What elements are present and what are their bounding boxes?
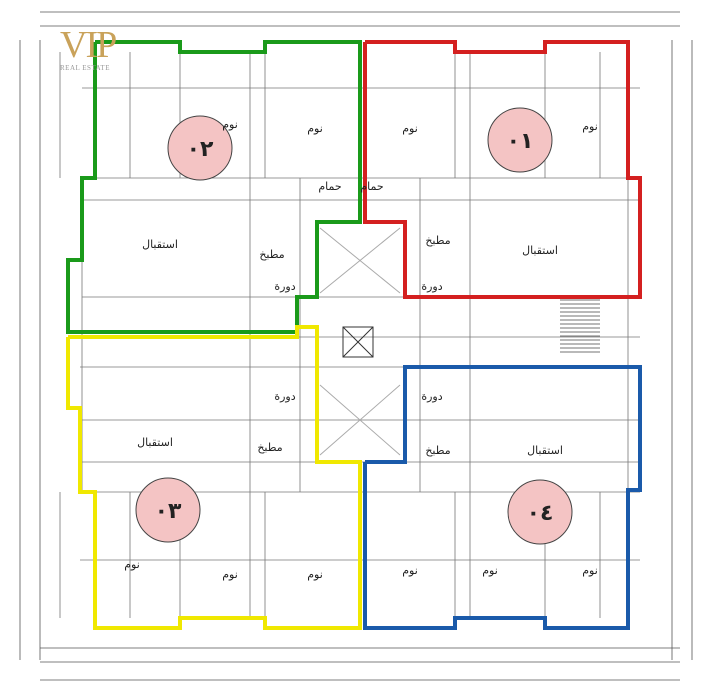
room-label-reception: استقبال	[522, 244, 558, 257]
logo-subtitle: REAL ESTATE	[60, 64, 110, 72]
unit-number: ٠١	[507, 129, 534, 154]
unit-circle-03: ٠٣	[135, 477, 201, 543]
room-label-bedroom: نوم	[582, 120, 598, 133]
room-label-bedroom: نوم	[222, 118, 238, 131]
elevator-shaft	[319, 227, 401, 456]
room-label-kitchen: مطبخ	[425, 444, 450, 457]
dimension-lines	[19, 11, 693, 681]
room-label-kitchen: مطبخ	[425, 234, 450, 247]
room-label-bedroom: نوم	[307, 122, 323, 135]
room-label-bedroom: نوم	[582, 564, 598, 577]
outline-unit-01	[363, 40, 642, 299]
unit-number: ٠٣	[155, 499, 182, 524]
room-label-bedroom: نوم	[402, 122, 418, 135]
outline-unit-04	[363, 365, 642, 630]
outline-unit-02	[66, 40, 362, 334]
room-label-toilet: دورة	[421, 390, 442, 403]
room-label-bathroom: حمام	[318, 180, 341, 193]
unit-circle-02: ٠٢	[167, 115, 233, 181]
room-label-reception: استقبال	[142, 238, 178, 251]
room-label-kitchen: مطبخ	[259, 248, 284, 261]
logo-mark: VIP	[60, 24, 117, 66]
room-label-toilet: دورة	[421, 280, 442, 293]
room-label-bathroom: حمام	[360, 180, 383, 193]
room-label-reception: استقبال	[137, 436, 173, 449]
stairs	[560, 299, 600, 353]
vip-logo: VIP REAL ESTATE	[60, 26, 140, 72]
room-label-toilet: دورة	[274, 390, 295, 403]
unit-number: ٠٤	[527, 501, 554, 526]
unit-circle-01: ٠١	[487, 107, 553, 173]
room-label-toilet: دورة	[274, 280, 295, 293]
room-label-bedroom: نوم	[222, 568, 238, 581]
room-label-bedroom: نوم	[482, 564, 498, 577]
room-label-bedroom: نوم	[307, 568, 323, 581]
unit-number: ٠٢	[187, 137, 214, 162]
room-label-kitchen: مطبخ	[257, 441, 282, 454]
outline-unit-03	[66, 325, 362, 630]
room-label-bedroom: نوم	[402, 564, 418, 577]
room-label-reception: استقبال	[527, 444, 563, 457]
room-label-bedroom: نوم	[124, 558, 140, 571]
unit-circle-04: ٠٤	[507, 479, 573, 545]
